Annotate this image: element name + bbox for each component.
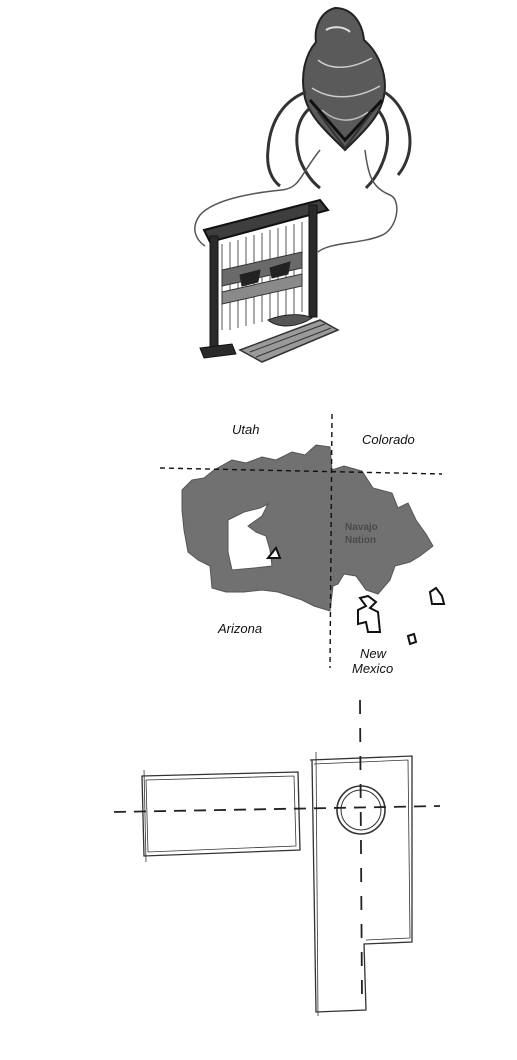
state-label-utah: Utah (232, 422, 259, 437)
state-label-new-mexico-line2: Mexico (352, 661, 393, 676)
small-parcel-outline (357, 594, 382, 633)
loom-icon (199, 198, 340, 363)
state-label-colorado: Colorado (362, 432, 415, 447)
state-border-vertical (329, 413, 333, 669)
floor-plan-sketch (0, 700, 517, 1060)
hopi-reservation-cutout (227, 502, 273, 571)
state-border-horizontal (159, 467, 443, 475)
loom-illustration (0, 0, 517, 370)
small-parcel-outline (265, 546, 282, 559)
spider-woman-weaver-icon (194, 6, 412, 253)
small-parcel-outline (428, 586, 446, 605)
state-label-new-mexico-line1: New (360, 646, 388, 661)
hogan-plan-sketch-icon (113, 700, 441, 1017)
navajo-nation-region (181, 444, 434, 612)
illustration-svg (194, 6, 412, 363)
nation-label-line2: Nation (345, 535, 376, 546)
sketch-axis-vertical (359, 700, 363, 1001)
small-parcel-outline (406, 632, 418, 646)
state-label-arizona: Arizona (217, 621, 262, 636)
navajo-nation-map: Utah Colorado Arizona New Mexico Navajo … (0, 395, 517, 695)
nation-label-line1: Navajo (345, 522, 378, 533)
map-svg: Utah Colorado Arizona New Mexico Navajo … (159, 413, 446, 676)
sketch-axis-horizontal (113, 805, 441, 813)
